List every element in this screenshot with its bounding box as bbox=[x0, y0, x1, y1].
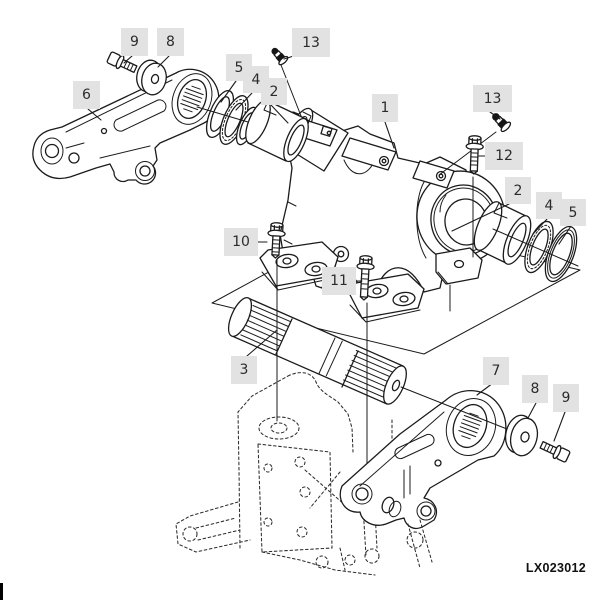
callout-label: 11 bbox=[330, 273, 348, 289]
callout-label: 3 bbox=[239, 362, 249, 378]
callout-label: 7 bbox=[491, 363, 501, 379]
callout-label: 6 bbox=[82, 87, 91, 103]
vertical-alignment-lines bbox=[276, 258, 451, 475]
callout-9-0[interactable]: 9 bbox=[121, 28, 148, 56]
part-8-washer-bottom bbox=[504, 414, 539, 457]
callout-10-13[interactable]: 10 bbox=[224, 228, 258, 256]
callout-4-11[interactable]: 4 bbox=[536, 192, 562, 219]
part-2-bushing-sleeve-left bbox=[245, 99, 309, 163]
callout-13-6[interactable]: 13 bbox=[292, 28, 330, 57]
left-assembly-axis-line bbox=[196, 106, 249, 123]
callout-label: 9 bbox=[130, 34, 139, 50]
callout-12-9[interactable]: 12 bbox=[485, 142, 523, 170]
callout-label: 13 bbox=[302, 34, 320, 51]
callout-1-7[interactable]: 1 bbox=[372, 94, 398, 122]
part-3-lift-shaft bbox=[227, 297, 407, 405]
callout-leader-lines bbox=[87, 54, 572, 442]
part-5-seal-ring-right bbox=[544, 225, 578, 283]
part-13-grease-fitting-top bbox=[271, 47, 289, 66]
part-10-flange-bolt bbox=[267, 222, 286, 259]
callout-9-18[interactable]: 9 bbox=[553, 384, 579, 412]
callout-label: 13 bbox=[483, 90, 502, 107]
callout-label: 2 bbox=[513, 182, 523, 199]
alignment-lines bbox=[280, 64, 497, 258]
part-8-washer-top bbox=[136, 59, 167, 96]
callout-2-5[interactable]: 2 bbox=[261, 78, 287, 105]
part-13-grease-fitting-right bbox=[492, 113, 512, 133]
callout-label: 8 bbox=[166, 34, 175, 50]
page-edge-mark bbox=[0, 583, 3, 600]
callout-6-2[interactable]: 6 bbox=[73, 81, 100, 109]
callout-8-17[interactable]: 8 bbox=[522, 375, 548, 403]
callout-2-10[interactable]: 2 bbox=[505, 177, 531, 204]
shaft-to-arm-axis-line bbox=[400, 386, 518, 434]
callout-label: 5 bbox=[568, 204, 578, 221]
callout-11-14[interactable]: 11 bbox=[322, 267, 356, 295]
callout-8-1[interactable]: 8 bbox=[157, 28, 184, 56]
callout-label: 8 bbox=[530, 381, 540, 397]
right-assembly-axis-line bbox=[492, 228, 579, 267]
callout-7-16[interactable]: 7 bbox=[483, 357, 509, 385]
callout-3-15[interactable]: 3 bbox=[231, 356, 257, 384]
callout-label: 12 bbox=[495, 148, 513, 164]
part-7-right-lift-arm bbox=[339, 389, 507, 530]
part-11-flange-bolt bbox=[356, 255, 375, 301]
part-6-left-lift-arm bbox=[32, 68, 220, 185]
callout-label: 1 bbox=[380, 100, 390, 116]
callout-label: 5 bbox=[234, 59, 244, 76]
callout-5-12[interactable]: 5 bbox=[560, 199, 586, 226]
part-12-flange-bolt bbox=[465, 135, 484, 175]
part-9-cap-screw-bottom bbox=[539, 440, 571, 463]
callout-13-8[interactable]: 13 bbox=[473, 85, 512, 112]
callout-label: 9 bbox=[561, 390, 571, 406]
figure-code: LX023012 bbox=[525, 561, 586, 575]
callout-label: 4 bbox=[544, 197, 554, 214]
callout-label: 4 bbox=[251, 71, 261, 88]
callout-label: 2 bbox=[269, 83, 279, 100]
callout-label: 10 bbox=[232, 234, 250, 250]
ghost-link-lines bbox=[407, 519, 433, 569]
